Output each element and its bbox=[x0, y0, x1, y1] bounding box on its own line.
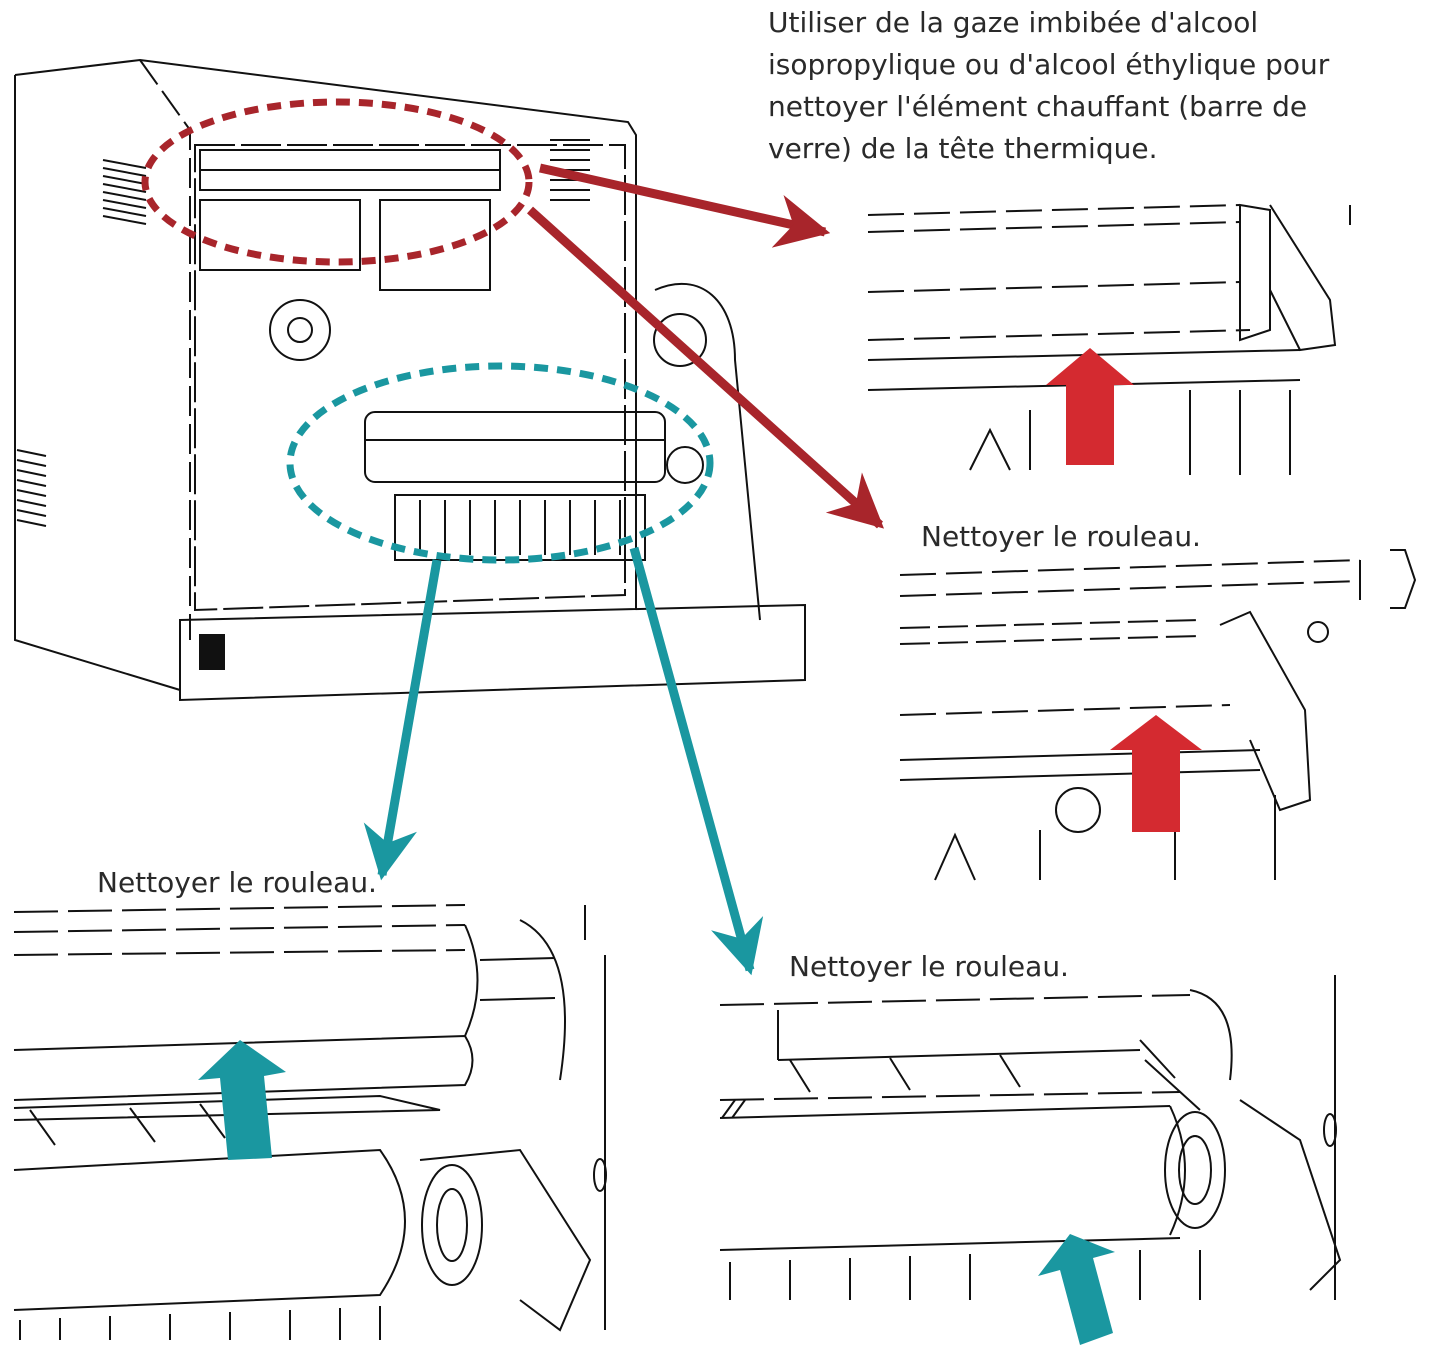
printer-illustration bbox=[14, 58, 806, 702]
power-switch bbox=[199, 634, 225, 670]
arrow-up-icon bbox=[1038, 1234, 1115, 1345]
gear-left-hub bbox=[287, 317, 313, 343]
print-head-highlight bbox=[141, 98, 533, 266]
head-roller-caption: Nettoyer le rouleau. bbox=[921, 520, 1201, 553]
arrow-up-icon bbox=[1046, 348, 1134, 465]
platen-roller-top bbox=[364, 411, 666, 483]
detail-left-roller bbox=[13, 904, 607, 1340]
detail-right-roller bbox=[719, 975, 1342, 1300]
printer-left-side bbox=[14, 75, 181, 691]
gear-left bbox=[269, 299, 331, 361]
gear-right bbox=[653, 313, 707, 367]
arrow-to-head-roller-detail bbox=[526, 206, 885, 529]
detail-head-roller bbox=[899, 549, 1417, 881]
right-frame bbox=[654, 282, 761, 621]
printer-cavity bbox=[194, 144, 626, 612]
printer-top-edge bbox=[14, 58, 637, 610]
roller-end-cap bbox=[666, 446, 704, 484]
arrow-to-right-roller-detail bbox=[629, 546, 764, 976]
roller-highlight bbox=[286, 362, 714, 564]
print-head-cleaning-caption: Utiliser de la gaze imbibée d'alcool iso… bbox=[768, 6, 1330, 165]
printer-base bbox=[179, 603, 806, 702]
roller-ribs bbox=[419, 500, 621, 555]
arrow-up-icon bbox=[198, 1040, 286, 1160]
left-roller-caption: Nettoyer le rouleau. bbox=[97, 866, 377, 899]
arrow-up-icon bbox=[1110, 715, 1202, 832]
arrow-to-left-roller-detail bbox=[363, 559, 442, 881]
platen-roller-bottom bbox=[394, 494, 646, 561]
right-roller-caption: Nettoyer le rouleau. bbox=[789, 950, 1069, 983]
left-vent-bottom bbox=[16, 449, 47, 527]
head-mechanism bbox=[379, 199, 491, 291]
left-vent-top bbox=[102, 159, 147, 225]
arrow-to-print-head-detail bbox=[539, 163, 831, 248]
head-bracket bbox=[199, 199, 361, 271]
